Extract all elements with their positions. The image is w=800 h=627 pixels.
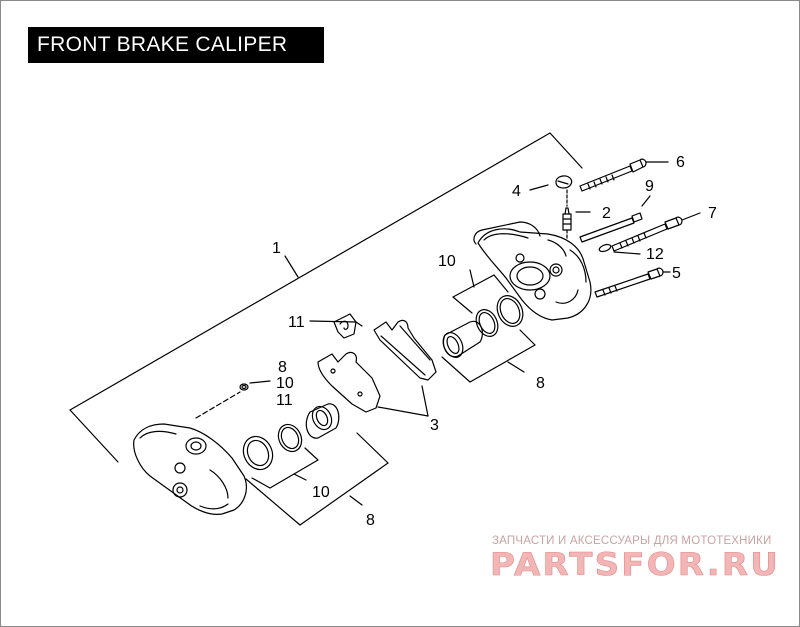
callout-10-top: 10 — [438, 253, 456, 270]
leader-lines — [249, 161, 701, 384]
page-title: FRONT BRAKE CALIPER — [37, 33, 288, 56]
callout-4: 4 — [512, 183, 521, 200]
callout-5: 5 — [672, 265, 681, 282]
assembly-bracket-1 — [69, 132, 583, 463]
pin-9 — [579, 212, 643, 243]
bleeder-plug-small — [239, 383, 249, 391]
callout-2: 2 — [602, 205, 611, 222]
title-banner: FRONT BRAKE CALIPER — [28, 27, 324, 63]
callout-10-bottom: 10 — [312, 484, 330, 501]
bolt-5 — [594, 267, 664, 298]
callout-9: 9 — [645, 178, 654, 195]
caliper-housing-right — [473, 221, 592, 321]
seal-upper-inner — [475, 309, 499, 337]
piston-lower — [305, 403, 340, 439]
bracket-10-lower — [251, 447, 319, 489]
bolt-6 — [579, 158, 647, 192]
callout-8-top: 8 — [278, 359, 287, 376]
bracket-3 — [377, 385, 429, 417]
bracket-10-upper — [452, 269, 509, 314]
bolt-7 — [611, 216, 683, 252]
callout-3: 3 — [430, 417, 439, 434]
callout-11-left: 11 — [288, 314, 305, 331]
brake-pad-front — [317, 351, 381, 413]
callout-1: 1 — [272, 240, 281, 257]
bleeder-valve-2 — [562, 207, 572, 241]
callout-11-mid: 11 — [276, 392, 293, 409]
callout-10-left: 10 — [276, 375, 294, 392]
callout-7: 7 — [708, 205, 717, 222]
bracket-8-lower — [245, 432, 389, 526]
piston-upper — [442, 320, 483, 358]
brake-pad-rear — [373, 319, 437, 381]
seal-lower-inner — [277, 423, 303, 453]
bracket-8-upper — [441, 329, 536, 383]
seal-lower-outer — [242, 435, 274, 471]
callout-8-right: 8 — [536, 375, 545, 392]
caliper-housing-left — [133, 423, 247, 515]
seal-upper-outer — [496, 295, 524, 327]
callout-8-bottom: 8 — [366, 512, 375, 529]
pad-clip-11 — [333, 313, 363, 339]
callout-6: 6 — [676, 154, 685, 171]
bleeder-cap-4 — [555, 175, 573, 207]
watermark-tagline: ЗАПЧАСТИ И АКСЕССУАРЫ ДЛЯ МОТОТЕХНИКИ — [492, 535, 772, 547]
watermark-brand: PARTSFOR.RU — [490, 547, 780, 583]
o-ring-12 — [598, 243, 612, 253]
watermark: ЗАПЧАСТИ И АКСЕССУАРЫ ДЛЯ МОТОТЕХНИКИ PA… — [490, 535, 780, 583]
callout-labels: 1 2 3 4 5 6 7 8 8 8 9 10 10 10 11 11 12 — [272, 154, 717, 529]
callout-12: 12 — [646, 246, 664, 263]
